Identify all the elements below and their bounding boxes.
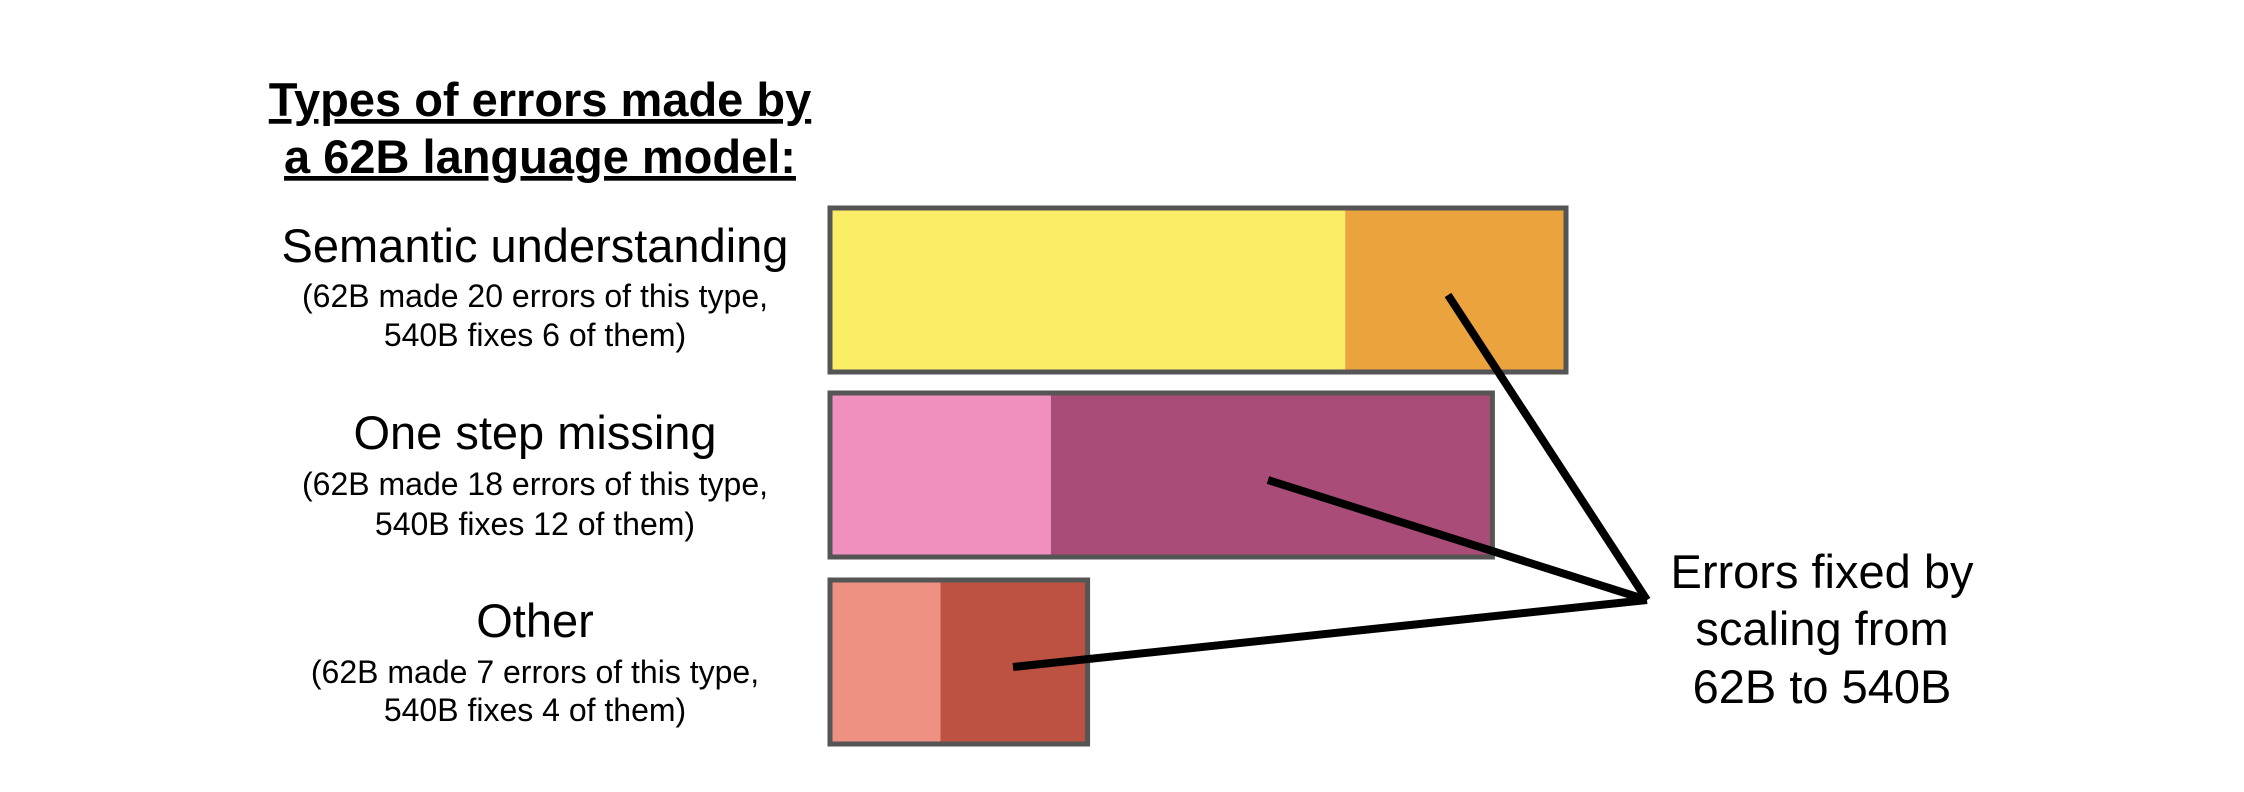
bar-segment-not-fixed [830, 393, 1051, 557]
annotation-line-3: 62B to 540B [1693, 660, 1952, 713]
bar-group [827, 390, 1495, 560]
annotation-line-2: scaling from [1695, 602, 1948, 655]
bar-segment-not-fixed [830, 208, 1346, 372]
annotation: Errors fixed by scaling from 62B to 540B [1671, 545, 1974, 713]
bars-layer [827, 205, 1569, 747]
category-other: Other (62B made 7 errors of this type, 5… [311, 594, 759, 728]
pointer-line [1444, 292, 1651, 603]
bar-segment-not-fixed [830, 580, 941, 744]
chart-title: Types of errors made by a 62B language m… [269, 73, 811, 183]
category-label: Semantic understanding [282, 219, 789, 272]
bar-outline [827, 390, 1495, 560]
chart-title-line-2: a 62B language model: [284, 130, 796, 183]
bar-group [827, 205, 1569, 375]
category-label: One step missing [353, 406, 716, 459]
annotation-line-1: Errors fixed by [1671, 545, 1974, 598]
category-label: Other [476, 594, 594, 647]
category-note-line-1: (62B made 7 errors of this type, [311, 654, 759, 690]
category-semantic-understanding: Semantic understanding (62B made 20 erro… [282, 219, 789, 353]
chart-title-line-1: Types of errors made by [269, 73, 811, 126]
category-note-line-2: 540B fixes 4 of them) [384, 692, 686, 728]
pointer-lines [1012, 292, 1651, 671]
pointer-line [1266, 476, 1649, 604]
category-note-line-1: (62B made 18 errors of this type, [302, 466, 768, 502]
category-one-step-missing: One step missing (62B made 18 errors of … [302, 406, 768, 542]
bar-segment-fixed [1345, 208, 1566, 372]
category-note-line-1: (62B made 20 errors of this type, [302, 278, 768, 314]
pointer-line [1012, 596, 1648, 671]
category-note-line-2: 540B fixes 6 of them) [384, 317, 686, 353]
category-note-line-2: 540B fixes 12 of them) [375, 506, 695, 542]
bar-outline [827, 205, 1569, 375]
